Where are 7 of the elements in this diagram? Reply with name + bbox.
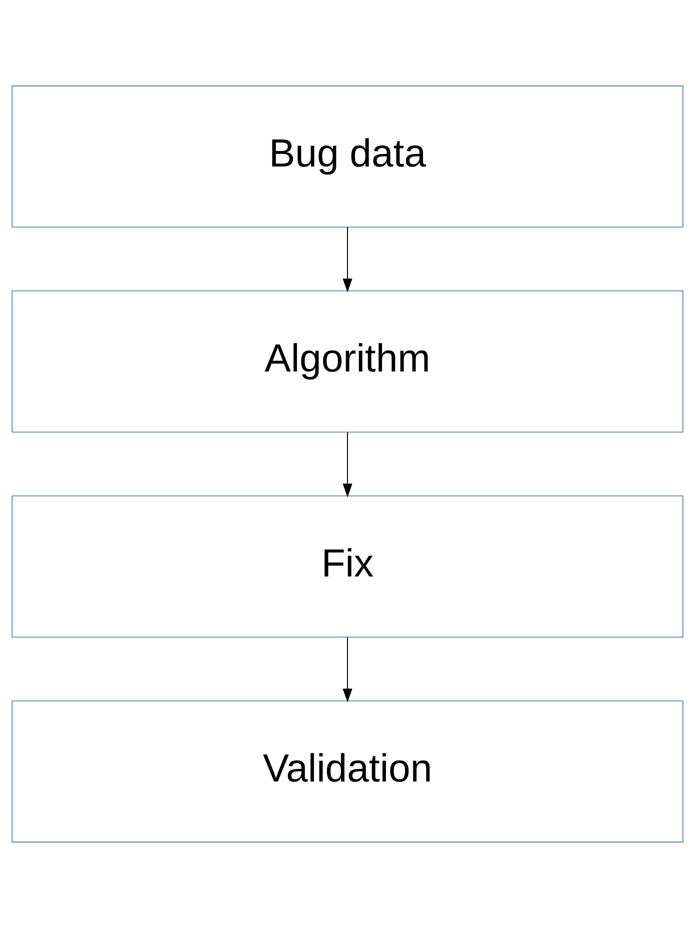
arrow [342,636,352,702]
arrow [342,432,352,498]
node-box: Fix [12,495,684,638]
node-box: Validation [12,700,684,842]
arrow [342,226,352,292]
node-box: Bug data [12,86,684,228]
node-box: Algorithm [12,290,684,433]
